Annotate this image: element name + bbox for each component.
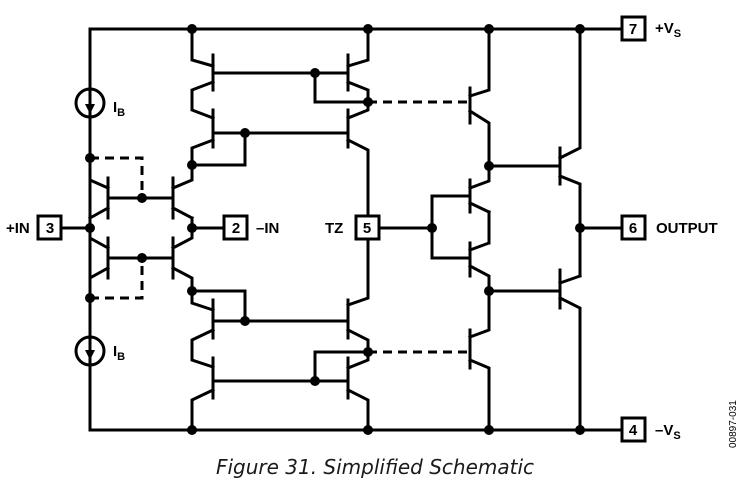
current-source-top-label: IB [113,99,125,119]
pin-4: 4 –VS [620,416,681,443]
pin-5-label: TZ [325,220,343,237]
current-source-bottom-label: IB [113,343,125,363]
pin-4-label: –VS [655,422,681,442]
pin-6-label: OUTPUT [656,220,718,237]
pin-5: 5 TZ [325,214,381,241]
svg-text:3: 3 [46,220,54,237]
figure-code: 00897-031 [728,400,739,448]
svg-text:4: 4 [629,422,638,439]
pin-3: 3 +IN [6,214,63,241]
current-source-top [74,87,106,119]
input-stage [62,153,226,303]
lower-mirror-stage [187,236,373,435]
pin-7: 7 +VS [620,15,681,42]
svg-text:6: 6 [629,220,637,237]
output-stage [366,24,614,435]
pin-6: 6 OUTPUT [620,214,718,241]
svg-text:2: 2 [232,220,240,237]
svg-text:5: 5 [363,220,371,237]
figure-caption: Figure 31. Simplified Schematic [216,455,534,479]
pin-7-label: +VS [655,20,681,40]
current-source-bottom [74,335,106,367]
pin-2: 2 –IN [222,214,279,241]
svg-text:7: 7 [629,21,637,38]
pin-3-label: +IN [6,220,30,237]
pin-2-label: –IN [256,220,279,237]
upper-mirror-stage [187,24,373,220]
